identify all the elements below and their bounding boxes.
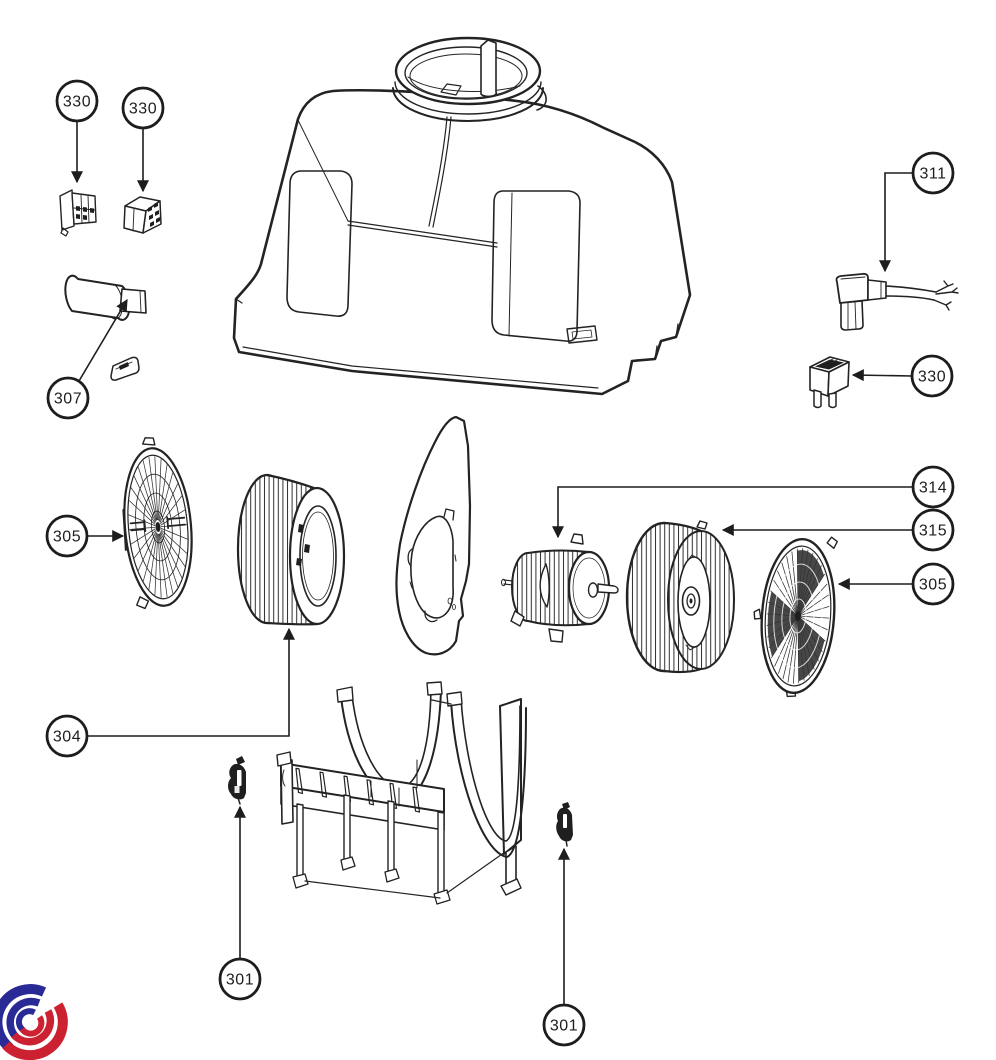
callout-label: 314 (919, 480, 947, 497)
callout-circle (121, 86, 165, 130)
callout-circle (911, 151, 955, 195)
callout-circle (218, 957, 262, 1001)
wire-connector-330-a (59, 189, 97, 237)
callout-label: 330 (918, 369, 946, 386)
fan-grille-305-right (753, 536, 838, 698)
retainer-clip-301-left (228, 756, 246, 805)
motor-shaft-right (597, 583, 619, 594)
callout-label: 304 (53, 729, 81, 746)
damper-bracket (480, 39, 498, 98)
callout-circle (911, 508, 955, 552)
callout-leader-line (87, 627, 295, 737)
callouts-layer: 330 330 307 311 330 305 304 314 315 305 301 301 (45, 79, 955, 1047)
parts-layer (0, 36, 959, 1060)
fan-motor-314 (501, 533, 619, 643)
callout-circle (46, 376, 90, 420)
rating-label-plate (566, 325, 598, 344)
terminal-block-330 (809, 356, 850, 409)
blower-housing-bracket (276, 681, 527, 905)
grille-mesh (128, 456, 188, 598)
hood-housing (232, 36, 692, 396)
capacitor-sleeve (110, 356, 140, 381)
callout-305-grille-left: 305 (45, 514, 125, 558)
callout-label: 315 (919, 523, 947, 540)
mounting-plate (395, 415, 472, 656)
callout-leader-line (552, 486, 913, 539)
capacitor-307 (64, 274, 147, 381)
callout-314-motor: 314 (552, 465, 955, 539)
brand-logo (0, 984, 68, 1060)
callout-307-capacitor: 307 (46, 298, 128, 420)
callout-304-blower-wheel-left: 304 (45, 627, 295, 758)
callout-label: 301 (226, 972, 254, 989)
callout-311-power-cord: 311 (879, 151, 955, 273)
callout-leader-line (78, 298, 128, 382)
callout-label: 330 (129, 101, 157, 118)
callout-330-switch-mid: 330 (121, 86, 165, 193)
callout-label: 311 (919, 166, 946, 183)
callout-301-clip-right: 301 (542, 847, 586, 1047)
power-cord-311 (835, 272, 959, 331)
blower-wheel-315 (625, 520, 735, 674)
blower-wheel-304 (236, 473, 346, 626)
retainer-clip-301-right (556, 802, 573, 847)
callout-315-blower-wheel-right: 315 (721, 508, 955, 552)
duct-collar (392, 36, 547, 122)
callout-330-terminal: 330 (851, 354, 954, 398)
callout-leader-line (879, 172, 913, 273)
callout-circle (911, 465, 955, 509)
callout-circle (542, 1003, 586, 1047)
motor-shaft-left (501, 578, 506, 587)
terminal-prong (828, 392, 837, 409)
cord-wires (885, 285, 937, 301)
callout-circle (910, 354, 954, 398)
motor-mount-wing (539, 563, 550, 608)
callout-circle (55, 79, 99, 123)
saddle-right-inner (460, 698, 521, 842)
callout-circle (911, 562, 955, 606)
callout-305-grille-right: 305 (837, 562, 955, 606)
callout-label: 305 (53, 529, 81, 546)
callout-label: 301 (550, 1018, 578, 1035)
fan-grille-305-left (122, 437, 193, 610)
saddle-right-outer (450, 700, 527, 858)
callout-label: 305 (919, 577, 947, 594)
callout-330-switch-left: 330 (55, 79, 99, 184)
callout-label: 330 (63, 94, 91, 111)
callout-301-clip-left: 301 (218, 805, 262, 1001)
wire-connector-330-b (123, 196, 162, 234)
terminal-prong (813, 389, 822, 409)
callout-circle (45, 714, 89, 758)
callout-label: 307 (54, 391, 82, 408)
grille-mesh (766, 548, 830, 684)
callout-circle (45, 514, 89, 558)
callout-leader-line (851, 369, 913, 382)
